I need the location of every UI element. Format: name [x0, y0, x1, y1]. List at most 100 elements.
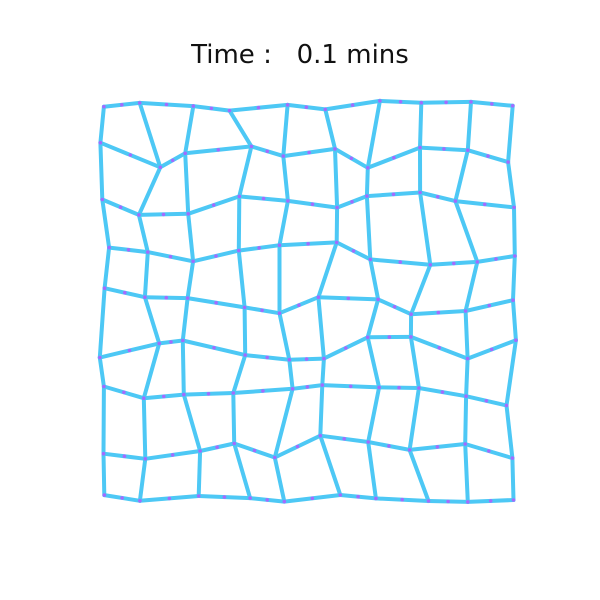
cell-vertex-102 [265, 149, 270, 154]
cell-edge-150 [504, 403, 515, 461]
cell-vertex-80 [102, 493, 107, 497]
cell-vertex-103 [307, 150, 311, 155]
cell-vertex-24 [286, 199, 290, 203]
cell-vertex-164 [222, 495, 227, 499]
cell-vertex-133 [436, 310, 441, 315]
cell-vertex-70 [101, 451, 106, 456]
cell-edge-101 [100, 197, 112, 250]
cell-vertex-118 [168, 254, 173, 259]
cell-vertex-163 [167, 496, 172, 501]
cell-vertex-98 [490, 102, 494, 106]
cell-vertex-154 [170, 453, 175, 457]
cell-vertex-109 [161, 212, 166, 217]
cell-edge-147 [366, 385, 382, 444]
cell-vertex-146 [206, 392, 211, 396]
cell-edge-84 [227, 108, 254, 149]
cell-edge-156 [318, 433, 343, 497]
cell-edge-151 [101, 451, 107, 498]
cell-vertex-144 [122, 390, 126, 395]
cell-vertex-155 [215, 445, 219, 450]
cell-vertex-101 [216, 148, 221, 152]
cell-vertex-61 [142, 396, 146, 401]
cell-vertex-167 [356, 494, 360, 499]
cell-vertex-123 [398, 260, 403, 264]
cell-vertex-76 [366, 440, 371, 444]
cell-edge-120 [511, 254, 517, 303]
cell-vertex-78 [463, 442, 468, 446]
cell-vertex-138 [265, 355, 270, 360]
cell-vertex-159 [387, 444, 391, 448]
cell-vertex-87 [426, 499, 431, 503]
cell-vertex-46 [376, 297, 380, 302]
cell-vertex-134 [487, 303, 492, 308]
cell-vertex-162 [120, 496, 124, 500]
cell-edge-85 [281, 102, 290, 159]
cell-vertex-161 [487, 449, 491, 453]
cell-edge-149 [463, 394, 469, 446]
cell-vertex-42 [185, 296, 190, 300]
cell-vertex-22 [186, 212, 190, 216]
cell-edge-86 [323, 107, 337, 151]
cell-vertex-166 [310, 496, 315, 501]
cell-vertex-96 [398, 100, 403, 104]
cell-vertex-93 [256, 105, 261, 110]
cell-edge-93 [183, 151, 191, 216]
cell-edge-133 [180, 338, 186, 397]
cell-vertex-27 [418, 190, 422, 195]
cell-edge-121 [97, 286, 107, 360]
cell-vertex-48 [463, 309, 468, 313]
cell-vertex-66 [377, 385, 381, 390]
cell-vertex-30 [107, 245, 111, 250]
cell-edge-119 [463, 259, 480, 313]
cell-edge-136 [320, 356, 326, 388]
cell-vertex-85 [338, 493, 343, 497]
cell-vertex-31 [146, 250, 150, 254]
cell-edge-129 [463, 309, 470, 361]
cell-vertex-54 [287, 357, 292, 362]
cell-vertex-83 [248, 496, 252, 500]
cell-vertex-105 [392, 155, 396, 160]
cell-vertex-119 [214, 254, 218, 258]
cell-vertex-136 [169, 340, 173, 344]
cell-edge-89 [465, 99, 473, 153]
cell-vertex-43 [242, 305, 247, 310]
cell-vertex-115 [435, 195, 440, 199]
cell-vertex-17 [418, 145, 422, 150]
cell-edge-145 [272, 386, 295, 460]
cell-vertex-148 [305, 385, 310, 389]
cell-vertex-25 [335, 205, 339, 210]
cell-edge-134 [231, 353, 248, 395]
cell-edge-144 [231, 391, 237, 446]
cell-edge-127 [365, 297, 381, 340]
cell-vertex-145 [162, 394, 166, 399]
cell-vertex-141 [387, 335, 392, 339]
cell-vertex-106 [442, 147, 446, 151]
cell-vertex-59 [514, 338, 518, 343]
cell-edge-110 [512, 205, 517, 258]
cell-vertex-52 [181, 338, 185, 343]
cell-vertex-111 [261, 196, 266, 201]
cell-vertex-41 [143, 295, 147, 300]
cell-vertex-140 [344, 346, 348, 350]
cell-vertex-150 [397, 385, 401, 390]
cell-vertex-71 [143, 457, 148, 461]
cell-vertex-16 [366, 166, 370, 170]
cell-vertex-64 [290, 387, 295, 391]
cell-edge-105 [277, 198, 290, 248]
cell-edge-95 [281, 154, 290, 203]
cell-vertex-56 [365, 335, 370, 340]
cell-vertex-0 [102, 104, 106, 109]
cell-vertex-124 [452, 261, 456, 266]
cell-edge-157 [366, 440, 378, 501]
cell-vertex-40 [102, 286, 107, 291]
cell-vertex-10 [98, 140, 103, 145]
cell-edge-109 [453, 199, 480, 264]
cell-vertex-55 [322, 356, 326, 361]
cell-vertex-35 [334, 240, 339, 245]
cell-edge-158 [407, 447, 431, 503]
cell-vertex-81 [138, 499, 142, 503]
cell-edge-117 [368, 257, 381, 302]
cell-vertex-68 [464, 394, 468, 399]
cell-edge-132 [141, 341, 162, 401]
time-unit: mins [346, 40, 409, 70]
